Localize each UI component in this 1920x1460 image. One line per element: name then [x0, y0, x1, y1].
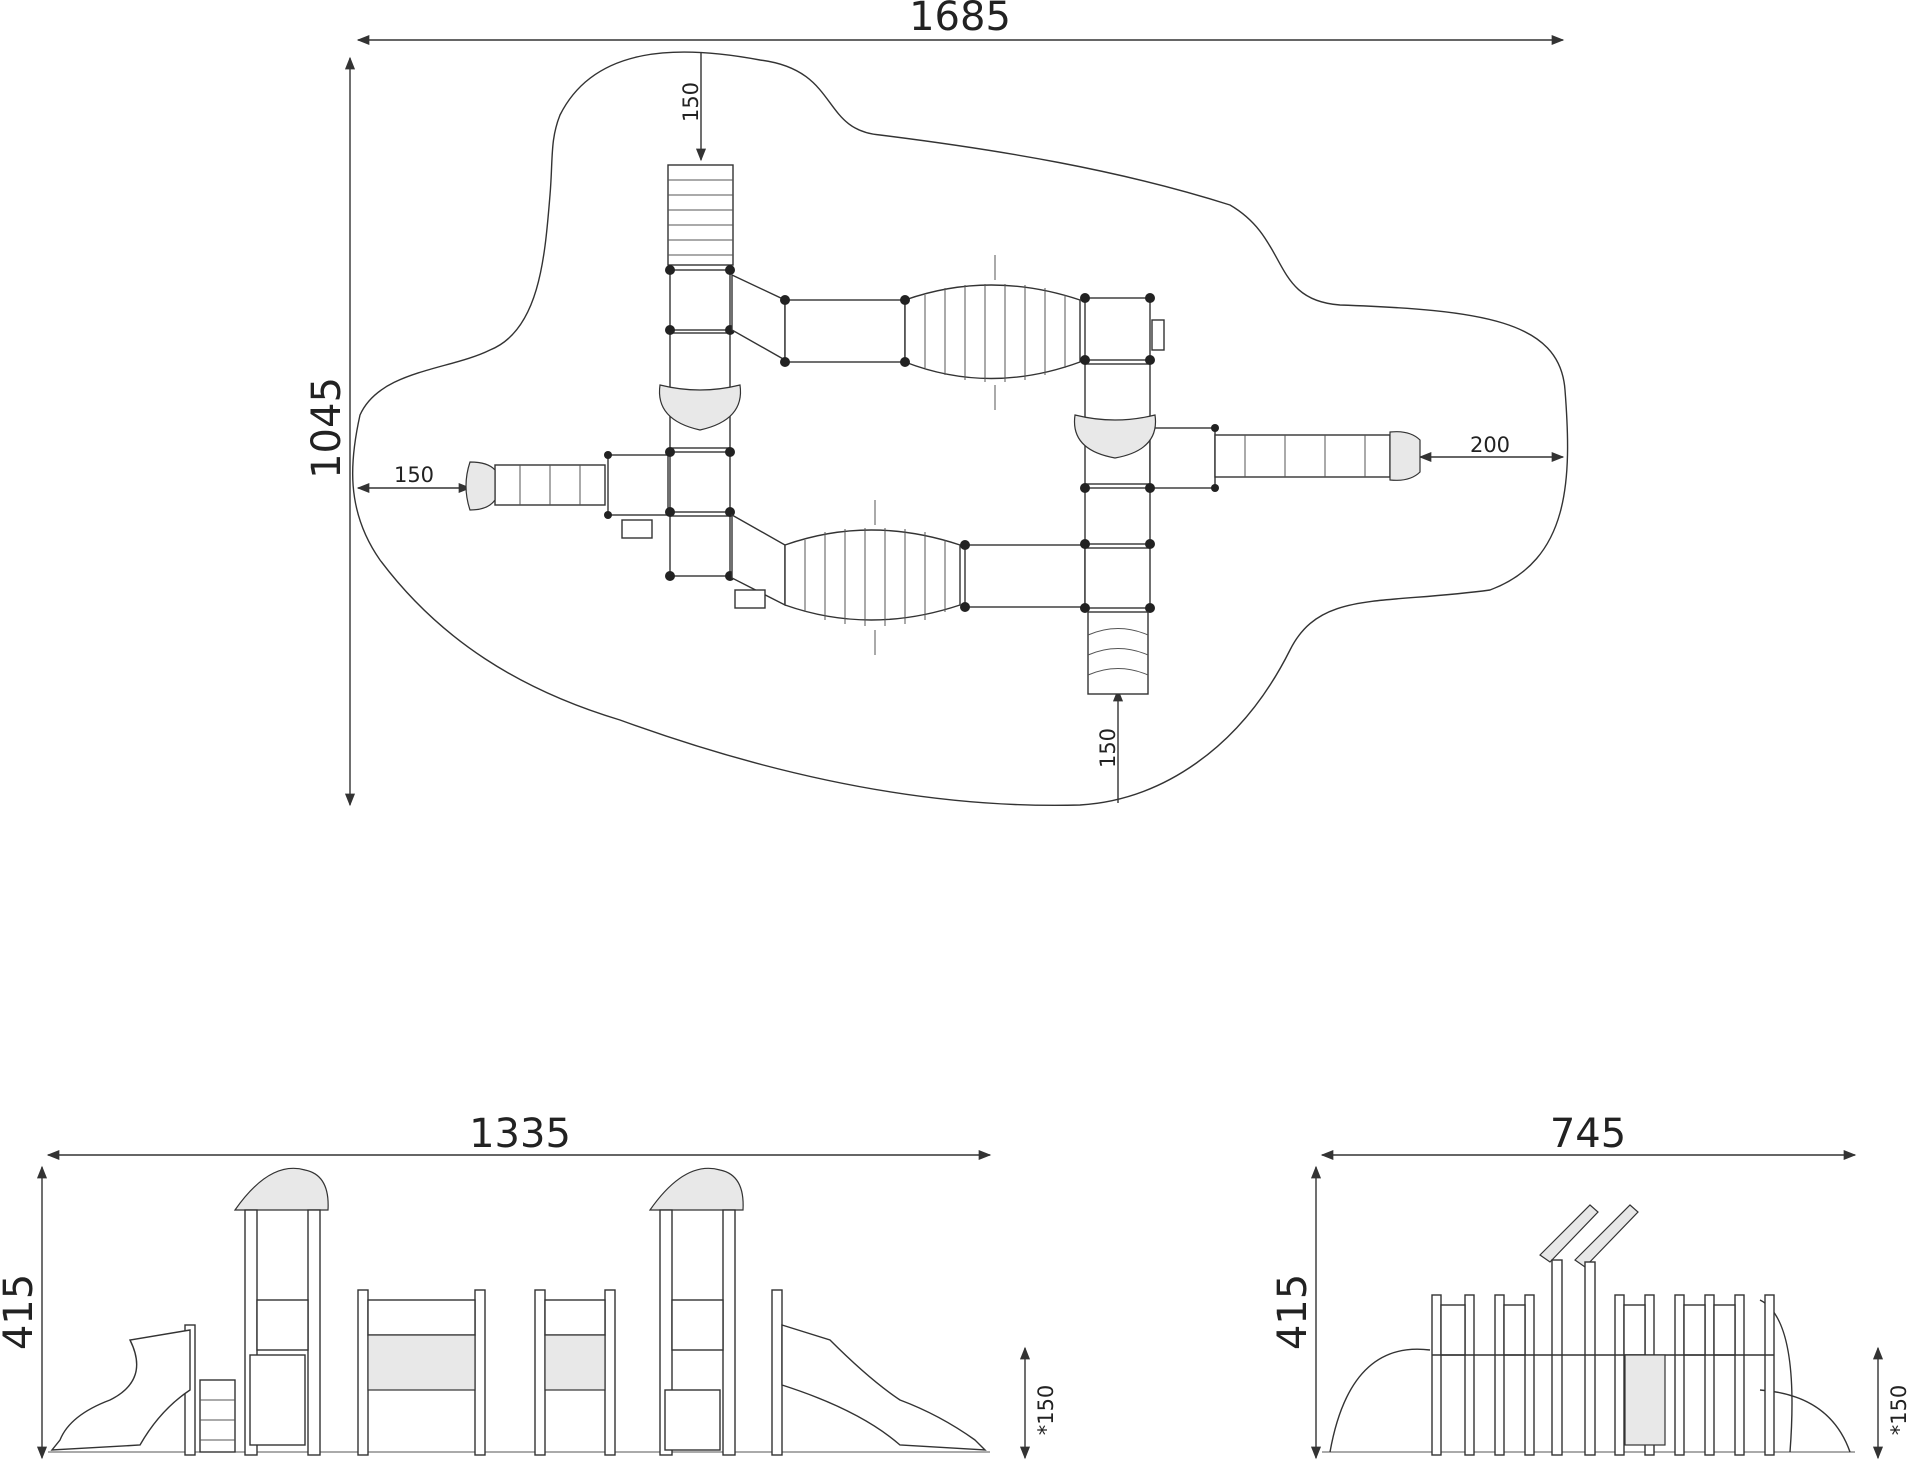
- side-width-label: 745: [1550, 1111, 1626, 1157]
- side-elevation: 745 415 *150: [1270, 1111, 1911, 1460]
- safety-zone-outline: [351, 51, 1569, 807]
- plan-view: 1685 1045 150 150 200 150: [304, 0, 1569, 807]
- plan-step-lower: [734, 589, 766, 609]
- plan-right-tube-slide: [1214, 431, 1421, 481]
- front-height-label: 415: [0, 1274, 42, 1350]
- plan-width-label: 1685: [909, 0, 1011, 40]
- plan-left-tower: [604, 265, 742, 581]
- plan-left-tube-slide: [465, 461, 606, 511]
- plan-upper-bridge: [731, 255, 1081, 410]
- plan-bottom-climber: [1087, 611, 1149, 695]
- plan-lower-bridge: [731, 500, 1086, 655]
- front-width-label: 1335: [469, 1111, 571, 1157]
- clearance-right-label: 200: [1470, 433, 1510, 457]
- clearance-top-label: 150: [679, 82, 703, 122]
- plan-height-label: 1045: [304, 377, 350, 479]
- front-elevation: 1335 415 *150: [0, 1111, 1058, 1460]
- plan-ladder-top: [667, 164, 734, 266]
- clearance-left-label: 150: [394, 463, 434, 487]
- clearance-bottom-label: 150: [1096, 728, 1120, 768]
- front-fall-height-label: *150: [1034, 1385, 1058, 1436]
- plan-right-tower: [1073, 293, 1219, 613]
- side-fall-height-label: *150: [1887, 1385, 1911, 1436]
- side-height-label: 415: [1270, 1274, 1316, 1350]
- plan-step-left: [621, 519, 653, 539]
